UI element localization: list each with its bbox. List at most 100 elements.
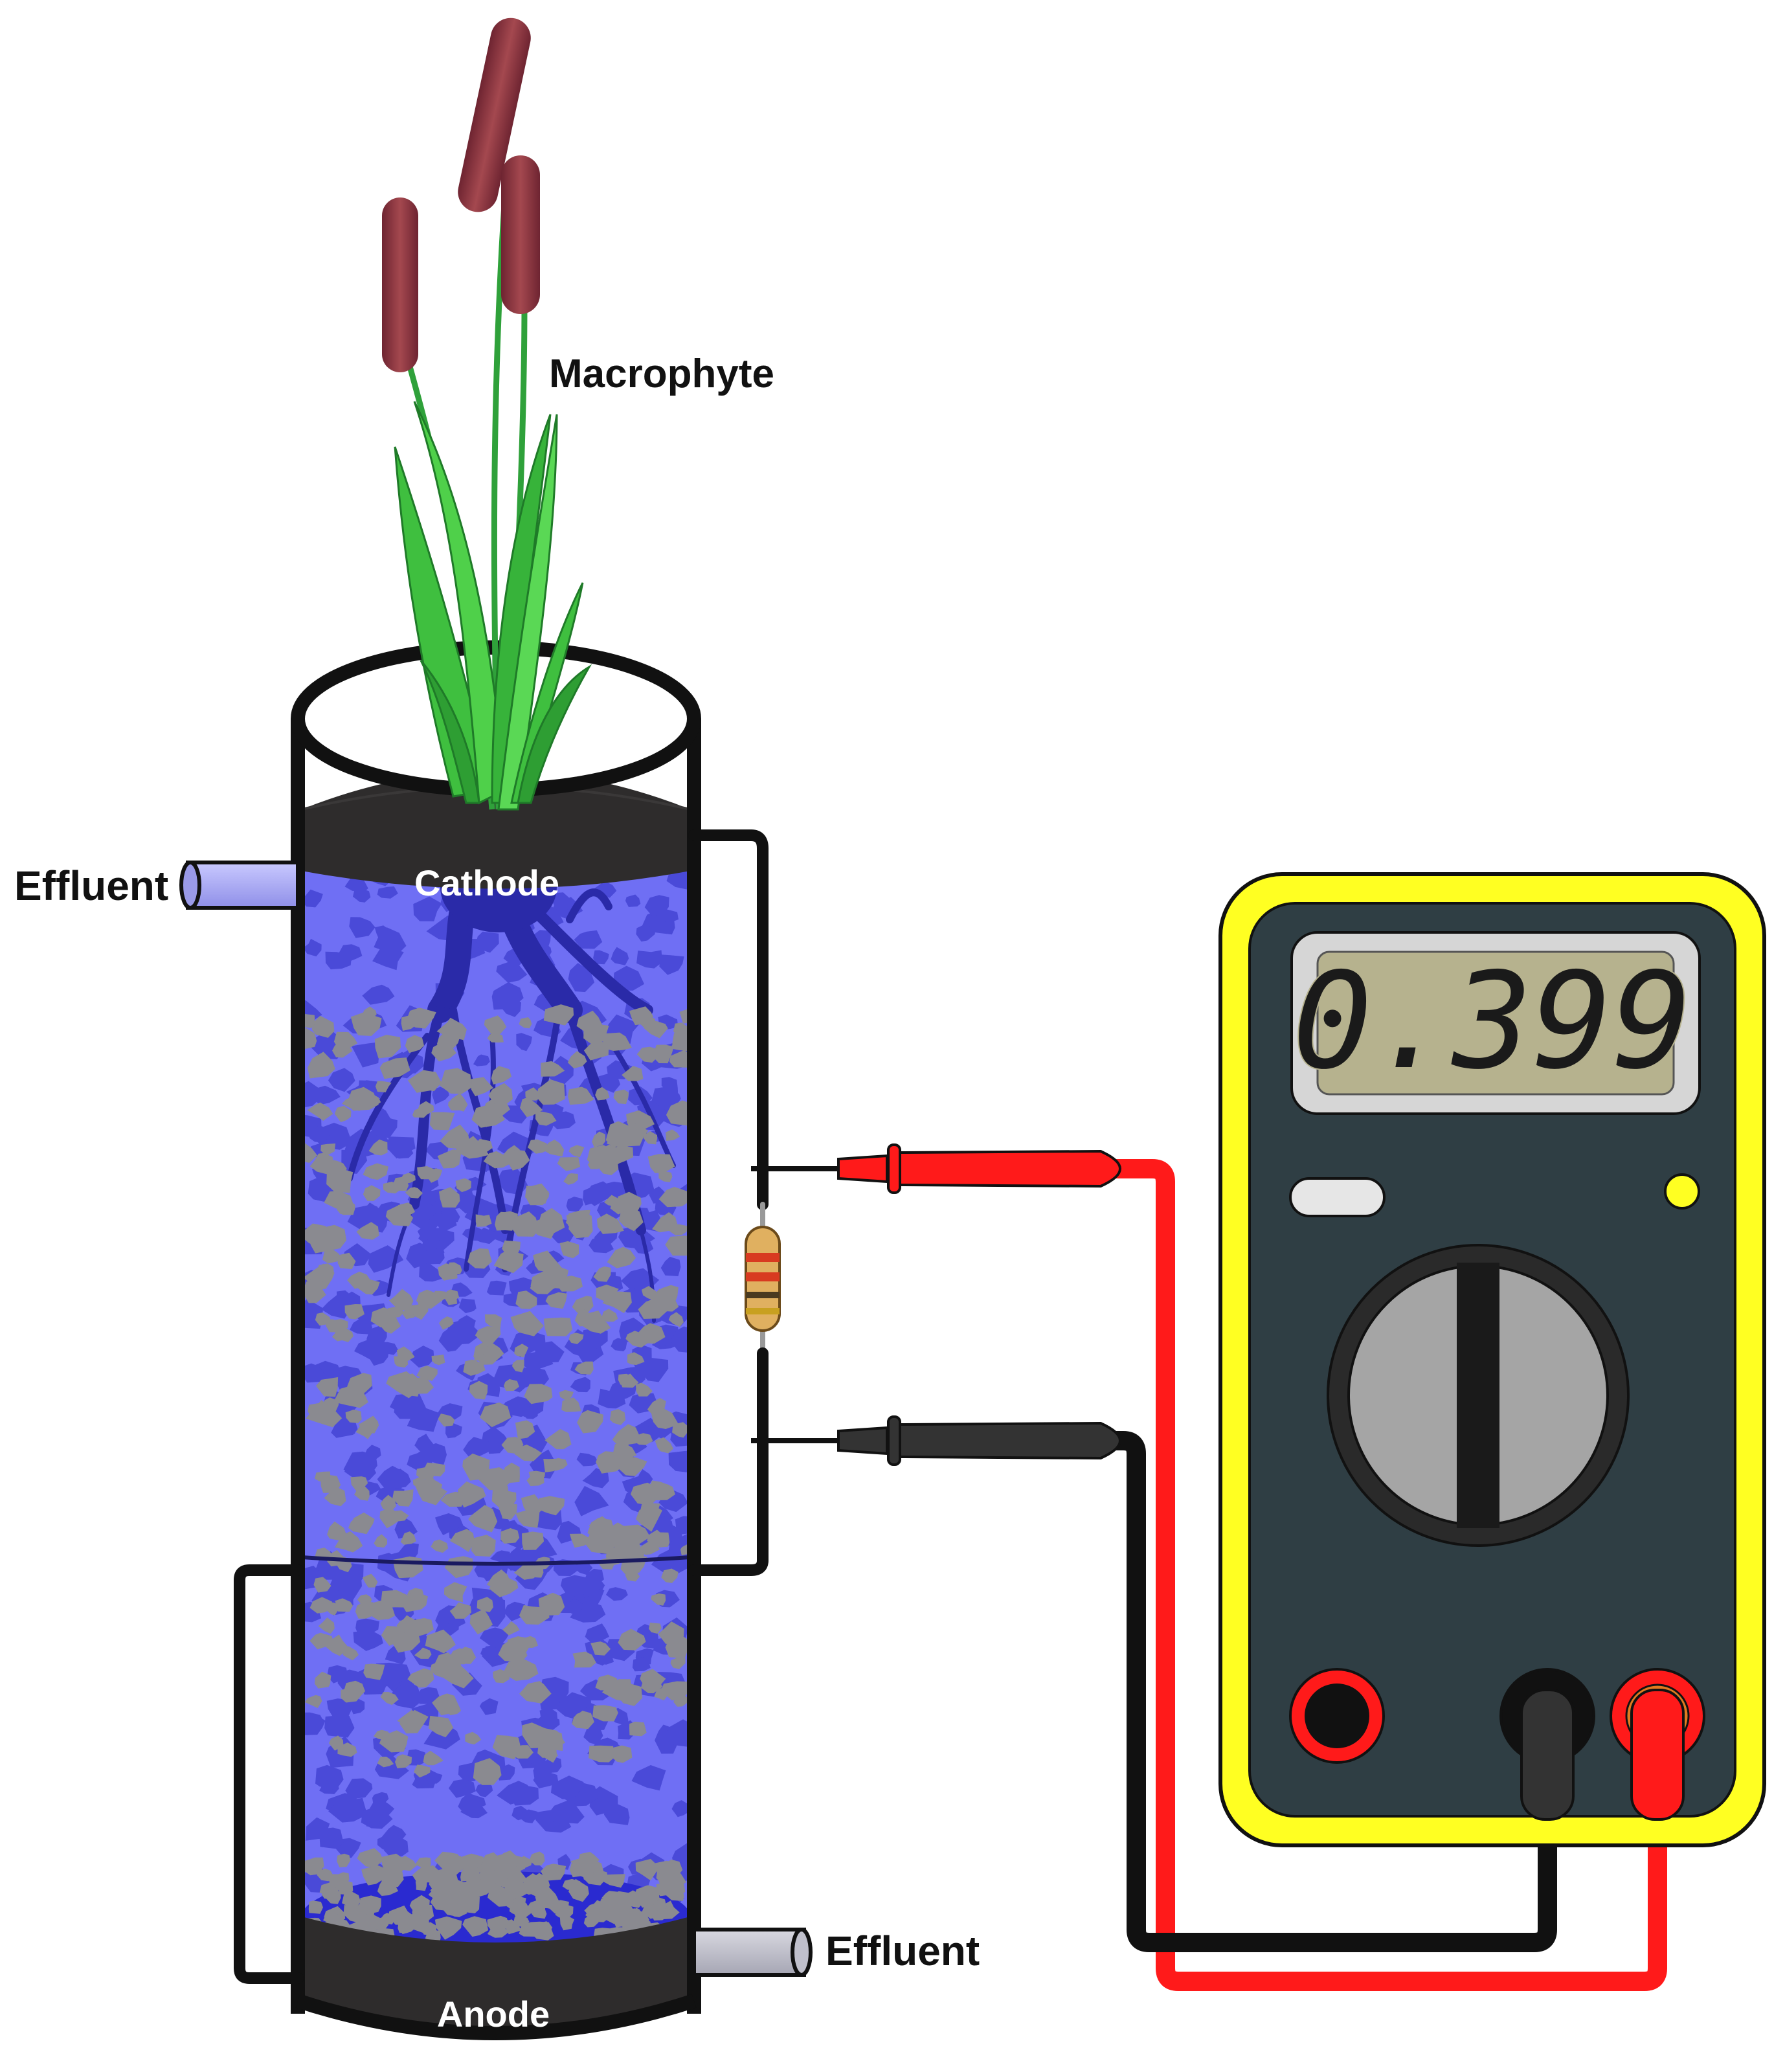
pebble <box>409 1913 423 1928</box>
pebble <box>448 1099 464 1111</box>
pebble <box>432 1868 456 1889</box>
pebble <box>328 1068 355 1092</box>
pebble <box>606 1904 633 1927</box>
pebble <box>596 1213 624 1234</box>
pebble <box>440 1124 469 1149</box>
pebble <box>434 1916 462 1940</box>
pebble <box>656 1285 679 1305</box>
pebble <box>573 1712 590 1722</box>
pebble <box>487 1915 509 1931</box>
pebble <box>646 1480 675 1500</box>
pebble <box>589 1745 614 1762</box>
pebble <box>679 1009 688 1024</box>
pebble <box>603 1874 625 1888</box>
pebble <box>665 1235 688 1256</box>
pebble <box>521 1494 544 1515</box>
pebble <box>630 1914 646 1928</box>
pebble <box>532 1728 565 1751</box>
pebble <box>453 1858 467 1871</box>
pebble <box>482 1344 497 1359</box>
pebble <box>502 1659 539 1681</box>
pebble <box>635 1858 658 1881</box>
pebble <box>504 1379 519 1391</box>
pebble <box>507 1636 533 1656</box>
pebble <box>567 1051 587 1069</box>
pebble <box>309 1125 331 1143</box>
label-macrophyte: Macrophyte <box>549 352 774 396</box>
pebble <box>416 1366 438 1381</box>
pebble <box>572 1651 596 1668</box>
pebble <box>449 1529 475 1552</box>
pebble <box>475 931 499 953</box>
pebble <box>435 1513 464 1535</box>
pebble <box>447 1703 461 1716</box>
pebble <box>324 1487 346 1507</box>
pebble <box>537 1713 560 1731</box>
pebble <box>397 1709 422 1728</box>
pebble <box>514 1344 529 1358</box>
pebble <box>525 1087 541 1101</box>
pebble <box>321 1886 338 1900</box>
pebble <box>372 948 404 971</box>
pebble <box>575 1562 593 1575</box>
effluent-tube-bottom <box>692 1928 813 1977</box>
pebble <box>611 1145 633 1164</box>
pebble <box>414 1647 432 1659</box>
pebble <box>557 1276 583 1292</box>
pebble <box>636 1046 658 1063</box>
pebble <box>495 1211 513 1231</box>
pebble <box>477 1862 495 1874</box>
pebble <box>458 1481 486 1508</box>
pebble <box>493 1483 509 1494</box>
pebble <box>609 1409 626 1425</box>
pebble <box>377 886 398 899</box>
pebble <box>618 1208 644 1232</box>
pebble <box>412 1617 434 1638</box>
pebble <box>595 1674 620 1691</box>
pebble <box>362 1573 378 1588</box>
pebble <box>661 1568 679 1583</box>
pebble <box>304 1014 315 1028</box>
jack-left[interactable] <box>1305 1684 1369 1748</box>
pebble <box>335 1366 365 1391</box>
pebble <box>470 1077 493 1097</box>
pebble <box>418 1101 434 1116</box>
indicator-light <box>1664 1173 1700 1210</box>
pebble <box>640 1669 666 1691</box>
pebble <box>443 1289 460 1301</box>
pebble <box>595 1087 610 1101</box>
pebble <box>654 1687 669 1701</box>
pebble <box>335 1598 353 1612</box>
pebble <box>337 1252 356 1270</box>
pebble <box>608 1522 633 1543</box>
pebble <box>304 938 322 957</box>
pebble <box>652 1044 674 1064</box>
pebble <box>365 1445 381 1459</box>
pebble <box>463 1359 486 1376</box>
pebble <box>636 925 656 942</box>
pebble <box>491 1066 512 1085</box>
pebble <box>574 1361 594 1375</box>
pebble <box>353 1512 375 1535</box>
pebble <box>618 1628 646 1650</box>
pebble <box>519 1922 542 1937</box>
label-effluent-bottom: Effluent <box>825 1928 980 1974</box>
pebble <box>437 1149 462 1169</box>
pebble <box>610 1745 633 1763</box>
red-plug <box>1630 1689 1685 1821</box>
pebble <box>502 1240 521 1255</box>
pebble <box>670 1326 688 1353</box>
pebble <box>432 1087 449 1105</box>
pebble <box>480 1402 511 1428</box>
pebble <box>368 1245 404 1273</box>
pebble <box>441 1206 460 1223</box>
pebble <box>529 1851 545 1865</box>
pebble <box>585 1568 604 1585</box>
hold-button[interactable] <box>1289 1177 1386 1217</box>
pebble <box>538 1496 565 1516</box>
pebble <box>318 1617 335 1634</box>
pebble <box>321 1294 350 1319</box>
pebble <box>561 1575 594 1598</box>
label-cathode: Cathode <box>414 862 559 903</box>
